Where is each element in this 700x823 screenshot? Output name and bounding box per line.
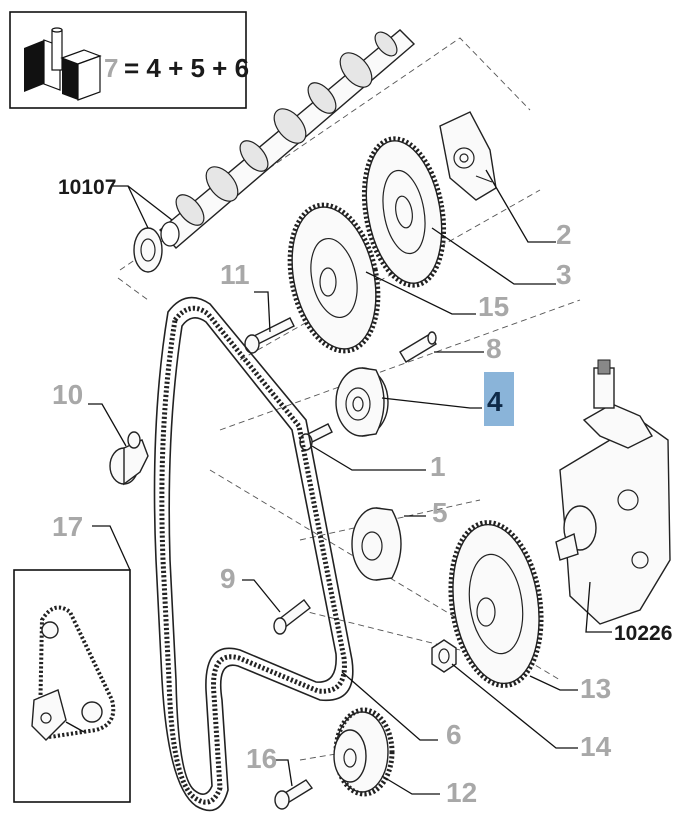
crankshaft-gear xyxy=(333,707,395,797)
callout-13: 13 xyxy=(580,673,611,704)
formula-lhs: 7 xyxy=(104,53,118,83)
pump-gear xyxy=(448,520,544,688)
callout-14: 14 xyxy=(580,731,612,762)
callout-9: 9 xyxy=(220,563,236,594)
callout-6: 6 xyxy=(446,719,462,750)
callout-1: 1 xyxy=(430,451,446,482)
injection-pump xyxy=(555,359,671,625)
stud-10 xyxy=(109,431,149,486)
timing-belt xyxy=(153,296,354,812)
inset-belt-routing xyxy=(13,569,131,803)
camshaft-gear xyxy=(361,136,447,288)
callout-12: 12 xyxy=(446,777,477,808)
pin-8 xyxy=(399,331,437,363)
bolt-11 xyxy=(244,317,295,354)
kit-icon xyxy=(24,27,102,101)
callout-4: 4 xyxy=(487,386,503,417)
camshaft xyxy=(158,29,416,249)
highlight-callout-4-box xyxy=(484,372,514,426)
sensor-bracket xyxy=(439,111,497,201)
callout-2: 2 xyxy=(556,219,572,250)
pulley-15 xyxy=(287,202,381,354)
kit-legend: 7 = 4 + 5 + 6 xyxy=(9,11,249,109)
callout-labels: 10107 2 3 11 15 8 4 10 1 5 17 9 10226 13… xyxy=(52,176,672,808)
callout-8: 8 xyxy=(486,333,502,364)
formula-rhs: = 4 + 5 + 6 xyxy=(124,53,249,83)
bolt-16 xyxy=(274,779,314,810)
callout-10107: 10107 xyxy=(58,176,116,199)
callout-10226: 10226 xyxy=(614,622,672,645)
leader-lines xyxy=(88,169,612,795)
camshaft-seal xyxy=(133,227,163,273)
callout-17: 17 xyxy=(52,511,83,542)
callout-11: 11 xyxy=(220,259,250,290)
callout-16: 16 xyxy=(246,743,277,774)
tensioner-roller xyxy=(335,367,389,437)
nut-14 xyxy=(431,639,457,673)
callout-10: 10 xyxy=(52,379,83,410)
callout-5: 5 xyxy=(432,497,448,528)
idler-roller xyxy=(351,507,402,581)
callout-15: 15 xyxy=(478,291,509,322)
callout-3: 3 xyxy=(556,259,572,290)
bolt-9 xyxy=(273,599,311,635)
